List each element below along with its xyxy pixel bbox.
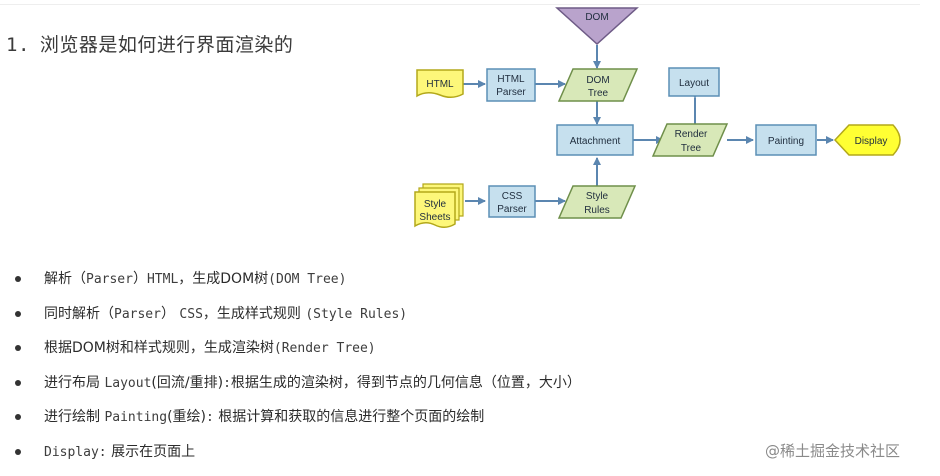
list-item: 根据DOM树和样式规则，生成渲染树(Render Tree)	[14, 337, 581, 372]
rendering-pipeline-diagram: DOM HTML HTML Parser DOM Tree Layout Att…	[414, 7, 901, 228]
svg-text:Layout: Layout	[679, 78, 709, 89]
list-item: 进行绘制 Painting(重绘): 根据计算和获取的信息进行整个页面的绘制	[14, 406, 581, 441]
diagram-arrows	[463, 45, 834, 205]
layout-node: Layout	[668, 67, 720, 97]
heading-text: 浏览器是如何进行界面渲染的	[39, 34, 294, 56]
bullet-icon	[15, 310, 21, 317]
display-node: Display	[833, 124, 901, 156]
section-heading: 1. 浏览器是如何进行界面渲染的	[6, 30, 293, 57]
svg-text:Tree: Tree	[588, 88, 609, 99]
list-item: 同时解析（Parser） CSS，生成样式规则 (Style Rules)	[14, 303, 581, 338]
svg-text:Style: Style	[424, 199, 447, 210]
list-item: 解析（Parser）HTML，生成DOM树(DOM Tree)	[14, 268, 581, 303]
steps-list: 解析（Parser）HTML，生成DOM树(DOM Tree) 同时解析（Par…	[14, 268, 581, 476]
html-parser-node: HTML Parser	[486, 68, 536, 102]
bullet-icon	[15, 345, 21, 352]
heading-number: 1.	[6, 34, 30, 56]
attachment-node: Attachment	[556, 124, 634, 156]
svg-text:Parser: Parser	[497, 204, 527, 215]
svg-text:CSS: CSS	[502, 191, 523, 202]
painting-node: Painting	[755, 124, 817, 156]
list-item: Display: 展示在页面上	[14, 441, 581, 476]
list-item: 进行布局 Layout(回流/重排):根据生成的渲染树，得到节点的几何信息（位置…	[14, 372, 581, 407]
top-divider	[0, 4, 920, 5]
svg-text:Display: Display	[855, 136, 888, 147]
dom-tree-node: DOM Tree	[557, 68, 639, 102]
bullet-icon	[15, 448, 21, 455]
svg-text:Attachment: Attachment	[570, 136, 621, 147]
svg-text:Parser: Parser	[496, 87, 526, 98]
svg-text:HTML: HTML	[426, 79, 454, 90]
svg-text:Rules: Rules	[584, 205, 610, 216]
style-sheets-node: Style Sheets	[414, 183, 464, 228]
svg-text:Sheets: Sheets	[419, 212, 450, 223]
dom-node: DOM	[555, 7, 639, 46]
html-input-node: HTML	[416, 69, 464, 98]
svg-text:Painting: Painting	[768, 136, 804, 147]
render-tree-node: Render Tree	[651, 123, 729, 157]
svg-text:HTML: HTML	[497, 74, 525, 85]
bullet-icon	[15, 379, 21, 386]
svg-text:Render: Render	[675, 129, 708, 140]
svg-text:DOM: DOM	[585, 12, 608, 23]
css-parser-node: CSS Parser	[488, 185, 536, 218]
bullet-icon	[15, 276, 21, 282]
bullet-icon	[15, 414, 21, 421]
svg-text:Style: Style	[586, 191, 609, 202]
style-rules-node: Style Rules	[557, 185, 637, 219]
watermark: @稀土掘金技术社区	[765, 442, 901, 460]
svg-text:Tree: Tree	[681, 143, 702, 154]
svg-text:DOM: DOM	[586, 75, 609, 86]
